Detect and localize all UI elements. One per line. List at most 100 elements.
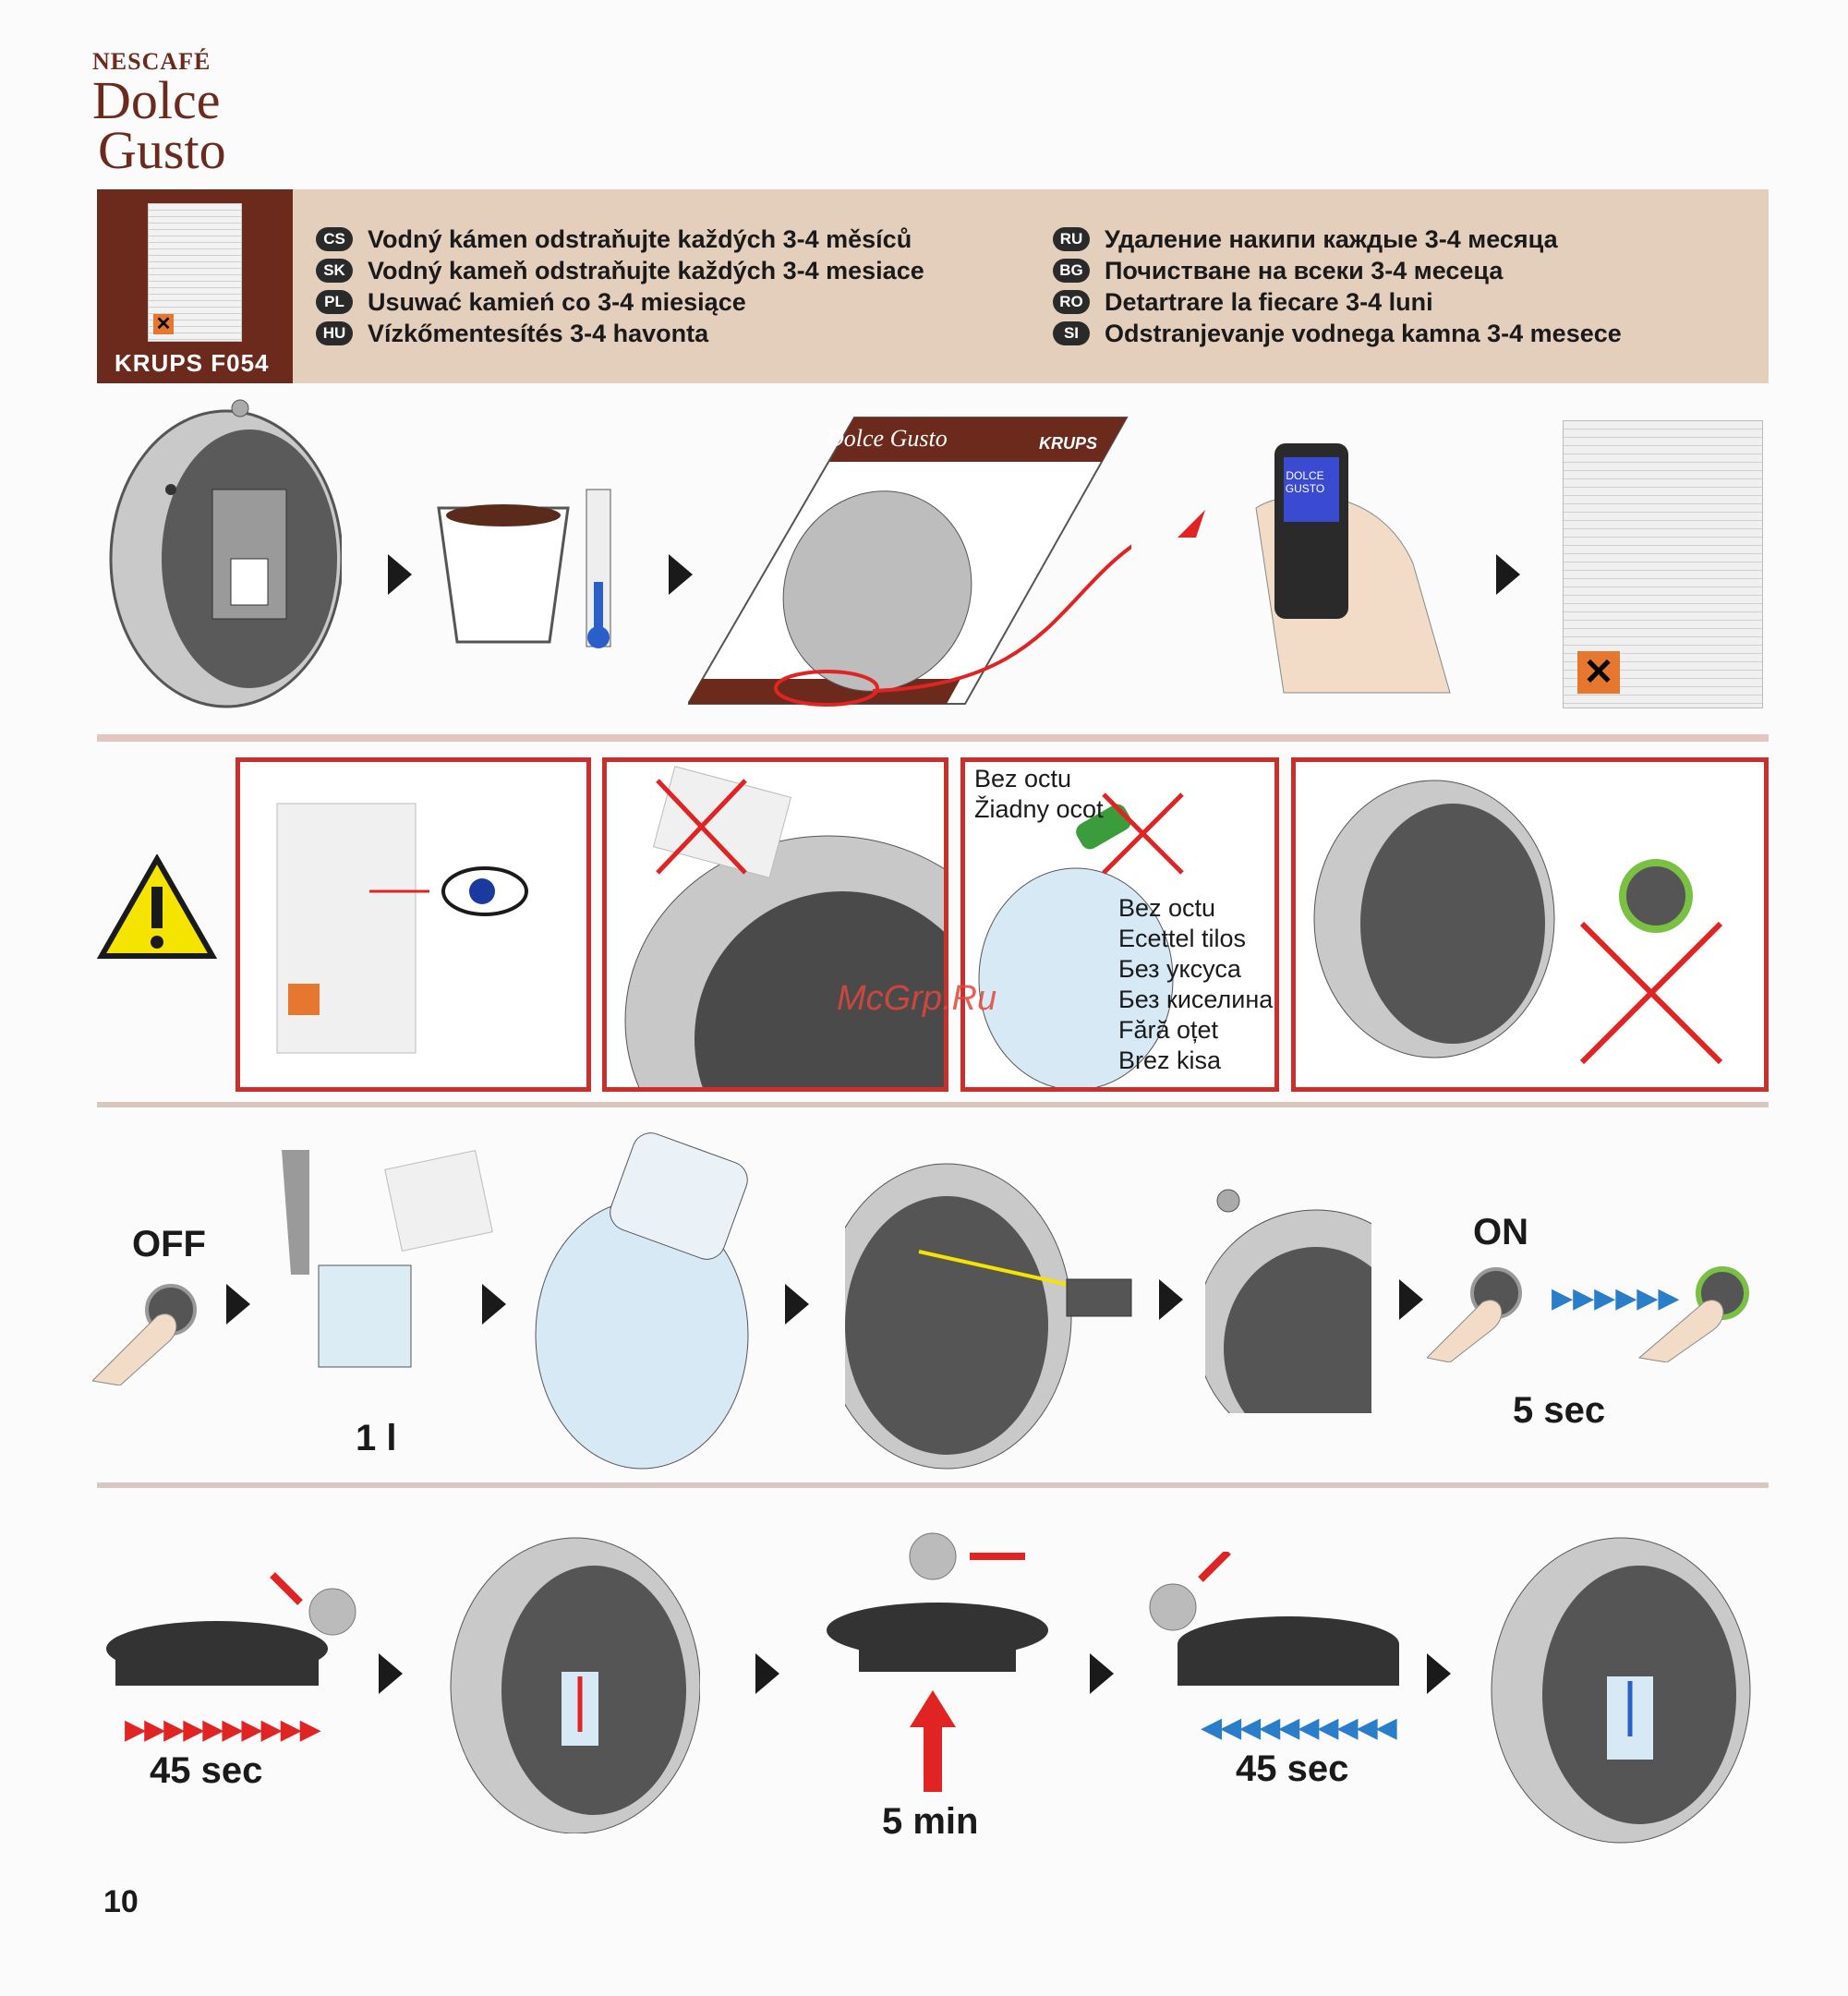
lever-cold-position-illustration (1149, 1552, 1399, 1686)
lever-center-position-illustration (827, 1532, 1048, 1672)
fill-water-tank-illustration (535, 1132, 749, 1470)
logo-brand: NESCAFÉ (92, 48, 211, 75)
step-arrow (755, 1653, 779, 1694)
list-item-text: Vodný kámen odstraňujte každých 3-4 měsí… (368, 224, 912, 253)
hand-phone-illustration (1255, 443, 1451, 694)
list-item-text: Почистване на всеки 3-4 месеца (1105, 256, 1504, 284)
coffee-machine-illustration (109, 399, 342, 708)
section-divider (97, 1102, 1769, 1107)
list-item: Ecettel tilos (1118, 925, 1247, 952)
language-badge: CS (316, 227, 353, 251)
language-badge: SK (316, 259, 353, 283)
power-on-duration: 5 sec (1513, 1390, 1606, 1431)
user-manual-illustration (688, 417, 1131, 707)
wait-arrow-up (910, 1690, 956, 1792)
list-item: Bez octu (1118, 894, 1216, 922)
warning-panel-do-not-interrupt (1291, 757, 1769, 1092)
model-label: KRUPS F054 (115, 349, 270, 377)
no-vinegar-label-list: Bez octu Ecettel tilos Без уксуса Без ки… (1118, 893, 1273, 1076)
tap-jug-illustration (282, 1149, 493, 1368)
language-badge: SI (1053, 321, 1090, 345)
section-divider (97, 1482, 1769, 1488)
descale-frequency-list-right: RU Удаление накипи каждые 3-4 месяца BG По… (1053, 224, 1622, 349)
page-number: 10 (103, 1884, 139, 1919)
step-arrow (669, 554, 693, 595)
list-item: BG Почистване на всеки 3-4 месеца (1053, 255, 1622, 286)
list-item: Без уксуса (1118, 955, 1241, 983)
step-arrow (226, 1284, 250, 1325)
language-badge: RO (1053, 290, 1090, 314)
power-on-sequence-illustration: ▶▶▶▶▶▶ (1427, 1266, 1749, 1362)
on-label: ON (1473, 1212, 1528, 1252)
power-button-finger-illustration (92, 1284, 197, 1385)
step-arrow (1090, 1653, 1114, 1694)
language-badge: HU (316, 321, 353, 345)
section-divider (97, 734, 1769, 742)
list-item-text: Vodný kameň odstraňujte každých 3-4 mesi… (368, 256, 924, 284)
warning-panel-no-powder (602, 757, 1033, 1206)
list-item: SI Odstranjevanje vodnega kamna 3-4 mesec… (1053, 318, 1622, 349)
no-powder-illustration (624, 766, 1033, 1206)
manual-maker: KRUPS (1039, 434, 1098, 453)
step-arrow (379, 1653, 403, 1694)
hot-flow-duration: 45 sec (150, 1750, 263, 1791)
svg-text:▶▶▶▶▶▶: ▶▶▶▶▶▶ (1552, 1283, 1679, 1313)
step-arrow (1159, 1279, 1183, 1320)
hazard-icon: ✕ (1577, 651, 1620, 694)
list-item: RU Удаление накипи каждые 3-4 месяца (1053, 224, 1622, 255)
machine-hot-descale-illustration (450, 1537, 700, 1833)
step-arrow (1427, 1653, 1451, 1694)
warning-panel-read-instructions (236, 757, 591, 1092)
watermark: McGrp.Ru (837, 979, 997, 1018)
language-badge: BG (1053, 259, 1090, 283)
red-arrowhead (1178, 510, 1205, 538)
list-item: CS Vodný kámen odstraňujte každých 3-4 mě… (316, 224, 924, 255)
cold-flow-indicator: ◀◀◀◀◀◀◀◀◀◀ (1201, 1712, 1397, 1743)
warning-panel-no-vinegar: Bez octu Žiadny ocot Bez octu Ecettel ti… (960, 757, 1279, 1092)
hazard-icon: ✕ (153, 314, 174, 334)
list-item-text: Odstranjevanje vodnega kamna 3-4 mesece (1105, 319, 1622, 347)
insert-tank-holder-illustration (845, 1163, 1132, 1470)
list-item: SK Vodný kameň odstraňujte každých 3-4 me… (316, 255, 924, 286)
close-lever-illustration (1205, 1189, 1371, 1413)
wait-duration: 5 min (882, 1801, 979, 1842)
step-arrow (1399, 1279, 1423, 1320)
logo-line-2: Gusto (98, 120, 226, 180)
no-vinegar-label-top: Bez octu Žiadny ocot (974, 764, 1104, 825)
list-item: Žiadny ocot (974, 795, 1104, 823)
off-label: OFF (132, 1224, 206, 1264)
machine-cold-rinse-illustration (1491, 1537, 1751, 1844)
cold-flow-duration: 45 sec (1236, 1748, 1349, 1789)
list-item-text: Удаление накипи каждые 3-4 месяца (1105, 224, 1558, 253)
step-arrow (1496, 554, 1520, 595)
descale-frequency-list-left: CS Vodný kámen odstraňujte každých 3-4 mě… (316, 224, 924, 349)
water-volume-label: 1 l (356, 1418, 397, 1458)
read-instructions-illustration (276, 803, 528, 1054)
list-item: PL Usuwać kamień co 3-4 miesiące (316, 286, 924, 318)
hot-cup-thermometer-illustration (437, 489, 611, 648)
step-arrow (785, 1284, 809, 1325)
list-item: HU Vízkőmentesítés 3-4 havonta (316, 318, 924, 349)
list-item-text: Detartrare la fiecare 3-4 luni (1105, 287, 1433, 316)
list-item: Bez octu (974, 765, 1072, 792)
list-item-text: Vízkőmentesítés 3-4 havonta (368, 319, 709, 347)
step-arrow (388, 554, 412, 595)
no-vinegar-illustration (978, 792, 1184, 1087)
warning-icon (97, 854, 217, 959)
manual-brand: Dolce Gusto (827, 425, 948, 452)
header-band (97, 189, 1769, 383)
list-item-text: Usuwać kamień co 3-4 miesiące (368, 287, 746, 316)
lever-hot-position-illustration (106, 1572, 356, 1686)
hot-flow-indicator: ▶▶▶▶▶▶▶▶▶▶ (125, 1714, 321, 1745)
list-item: Fără oțet (1118, 1016, 1219, 1044)
do-not-interrupt-illustration (1313, 780, 1723, 1065)
list-item: Brez kisa (1118, 1046, 1222, 1074)
logo-line-1: Dolce (92, 70, 221, 130)
step-arrow (482, 1284, 506, 1325)
list-item: Без киселина (1118, 986, 1274, 1013)
phone-screen-text: DOLCE GUSTO (1285, 469, 1325, 495)
list-item: RO Detartrare la fiecare 3-4 luni (1053, 286, 1622, 318)
brand-logo: NESCAFÉ Dolce Gusto (92, 48, 240, 180)
language-badge: RU (1053, 227, 1090, 251)
language-badge: PL (316, 290, 353, 314)
